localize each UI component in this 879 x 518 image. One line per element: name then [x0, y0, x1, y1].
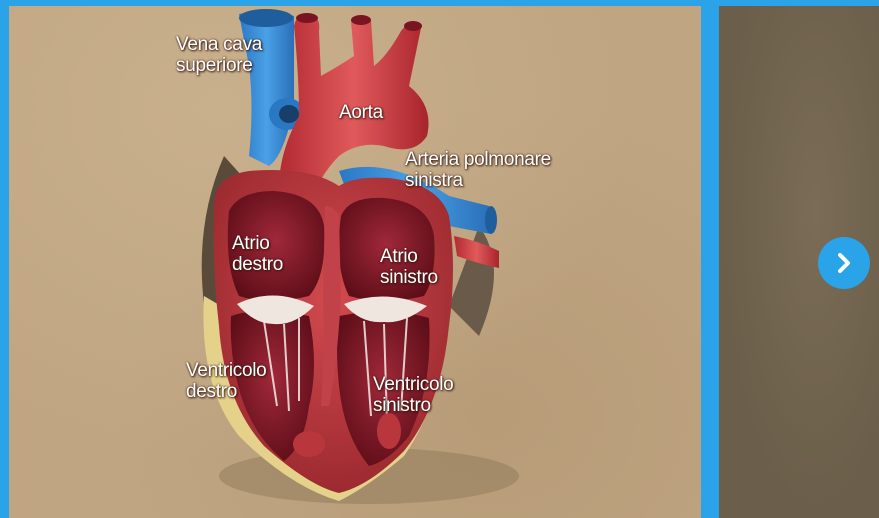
label-arteria-polmonare: Arteria polmonare sinistra	[405, 149, 551, 191]
label-atrio-sinistro: Atrio sinistro	[380, 246, 438, 288]
label-atrio-destro: Atrio destro	[232, 233, 283, 275]
label-vena-cava: Vena cava superiore	[176, 34, 262, 76]
label-atrio-destro-line-1: Atrio	[232, 233, 283, 254]
label-ventricolo-sinistro-line-2: sinistro	[373, 395, 453, 416]
label-ventricolo-destro-line-1: Ventricolo	[186, 360, 266, 381]
label-ventricolo-sinistro-line-1: Ventricolo	[373, 374, 453, 395]
label-atrio-sinistro-line-2: sinistro	[380, 267, 438, 288]
label-ventricolo-destro-line-2: destro	[186, 381, 266, 402]
label-atrio-destro-line-2: destro	[232, 254, 283, 275]
label-ventricolo-destro: Ventricolo destro	[186, 360, 266, 402]
heart-illustration	[9, 6, 701, 518]
label-arteria-line-1: Arteria polmonare	[405, 149, 551, 170]
label-arteria-line-2: sinistra	[405, 170, 551, 191]
label-vena-cava-line-2: superiore	[176, 55, 262, 76]
label-aorta: Aorta	[339, 102, 383, 123]
label-atrio-sinistro-line-1: Atrio	[380, 246, 438, 267]
label-aorta-line-1: Aorta	[339, 102, 383, 123]
chevron-right-icon	[832, 251, 856, 275]
next-slide-button[interactable]	[818, 237, 870, 289]
label-ventricolo-sinistro: Ventricolo sinistro	[373, 374, 453, 416]
slide-heart-diagram: Vena cava superiore Aorta Arteria polmon…	[9, 6, 701, 518]
label-vena-cava-line-1: Vena cava	[176, 34, 262, 55]
